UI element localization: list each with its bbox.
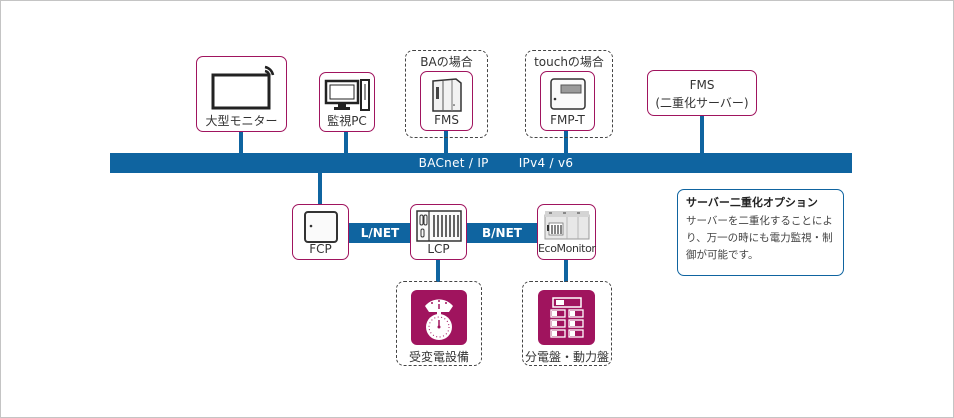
control-panel-icon [304,211,338,243]
server-rack-icon [432,78,462,112]
connector-lcp-field [436,258,440,282]
group-ba: BAの場合 [405,50,488,138]
connector-fms [444,130,448,154]
group-touch: touchの場合 [525,50,613,138]
node-fms-redundant[interactable]: FMS (二重化サーバー) [647,70,757,116]
large-monitor-label: 大型モニター [205,114,278,128]
bus-version-label: IPv4 / v6 [518,156,574,170]
bnet-label: B/NET [482,226,522,240]
monitor-wifi-icon [211,65,275,110]
plc-unit-icon [416,210,462,242]
ecomonitor-device-icon [544,211,590,240]
connector-pc [344,130,348,154]
fms-label: FMS [434,113,459,127]
group-distribution [522,281,612,366]
lnet-label: L/NET [360,226,400,240]
node-ecomonitor[interactable]: EcoMonitor [537,204,596,260]
meter-gauge-icon [425,299,453,340]
group-touch-title: touchの場合 [534,55,604,69]
node-fmp-t[interactable]: FMP-T [540,71,595,131]
fmp-t-label: FMP-T [550,113,585,127]
fms-redundant-label-line2: (二重化サーバー) [655,96,749,110]
node-lcp[interactable]: LCP [410,204,467,260]
node-fcp[interactable]: FCP [292,204,349,260]
fcp-label: FCP [309,242,332,256]
node-large-monitor[interactable]: 大型モニター [196,56,287,132]
ecomonitor-label: EcoMonitor [538,242,596,255]
distribution-label: 分電盤・動力盤 [524,350,609,364]
distribution-board-icon [550,297,584,338]
group-ba-title: BAの場合 [420,55,473,69]
node-fms[interactable]: FMS [420,71,473,131]
note-title: サーバー二重化オプション [686,196,818,209]
bnet-link [466,223,538,243]
desktop-pc-icon [324,79,370,111]
connector-monitor [239,130,243,154]
substation-tile [411,290,467,345]
lcp-label: LCP [427,242,450,256]
redundancy-note: サーバー二重化オプション サーバーを二重化することにより、万一の時にも電力監視・… [677,189,844,276]
distribution-tile [538,290,595,345]
bus-label: BACnet / IP [418,156,489,170]
connector-eco-field [564,258,568,282]
group-substation [396,281,482,366]
connector-fcp [318,172,322,204]
note-body: サーバーを二重化することにより、万一の時にも電力監視・制御が可能です。 [686,215,833,261]
bacnet-ip-bus: BACnet / IP IPv4 / v6 [110,153,852,173]
fms-redundant-label-line1: FMS [689,78,715,92]
monitoring-pc-label: 監視PC [327,114,367,128]
connector-fms-redundant [700,115,704,154]
connector-fmp-t [564,130,568,154]
node-monitoring-pc[interactable]: 監視PC [319,72,375,132]
lnet-link [348,223,412,243]
substation-label: 受変電設備 [408,350,469,364]
touch-panel-icon [550,78,586,110]
